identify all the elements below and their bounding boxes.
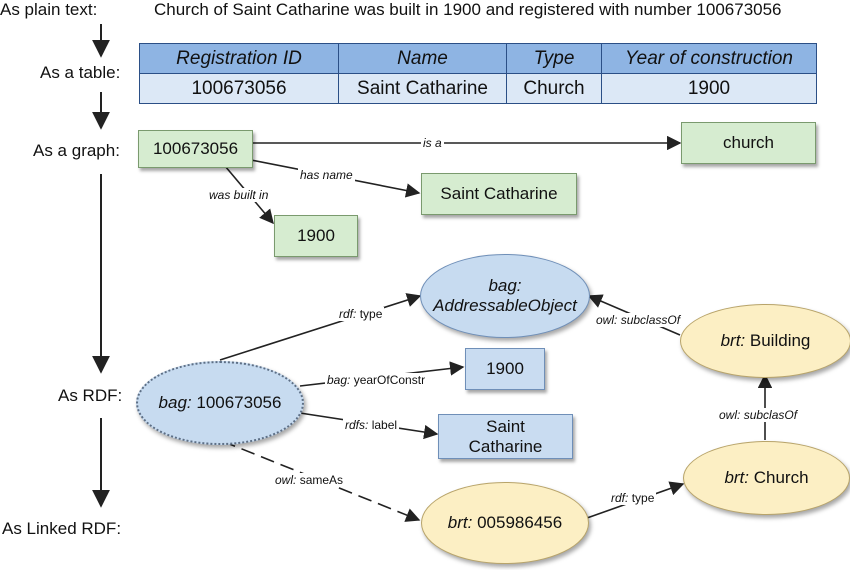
sameas-name: sameAs xyxy=(299,473,344,487)
brt-id: 005986456 xyxy=(477,512,563,532)
cell-type: Church xyxy=(506,73,602,104)
edge-label-year-of-constr: bag: yearOfConstr xyxy=(325,373,428,387)
registration-table: Registration ID Name Type Year of constr… xyxy=(139,43,817,104)
label-line-1: Saint xyxy=(486,416,525,436)
edge-label-has-name: has name xyxy=(298,168,355,182)
label-prefix: rdfs: xyxy=(345,418,369,432)
rdf-node-addressable-object: bag:AddressableObject xyxy=(420,254,590,338)
rdf-node-bag-id: bag: 100673056 xyxy=(136,361,304,445)
sub1-name: subclassOf xyxy=(620,313,681,327)
sub2-prefix: owl: xyxy=(719,408,741,422)
edge-label-rdfs-label: rdfs: label xyxy=(343,418,400,432)
cell-name: Saint Catharine xyxy=(338,73,507,104)
header-year: Year of construction xyxy=(601,43,817,74)
edge-label-built-in: was built in xyxy=(207,188,271,202)
rdf-type-prefix: rdf: xyxy=(339,307,357,321)
row-label-plain-text: As plain text: xyxy=(0,0,98,19)
graph-node-name: Saint Catharine xyxy=(421,173,577,215)
bag-prefix: bag: xyxy=(158,392,192,412)
row-label-linked-rdf: As Linked RDF: xyxy=(2,519,122,538)
rdf-node-year: 1900 xyxy=(465,348,545,390)
cell-year: 1900 xyxy=(601,73,817,104)
rdf-node-brt-id: brt: 005986456 xyxy=(421,482,589,564)
header-name: Name xyxy=(338,43,507,74)
label-name: label xyxy=(371,418,398,432)
edge-label-owl-sameas: owl: sameAs xyxy=(273,473,346,487)
brt-prefix: brt: xyxy=(447,512,473,532)
year-prefix: bag: xyxy=(327,373,351,387)
bag-id: 100673056 xyxy=(196,392,282,412)
graph-node-year: 1900 xyxy=(274,215,358,257)
row-label-graph: As a graph: xyxy=(33,141,120,160)
header-registration-id: Registration ID xyxy=(139,43,339,74)
edge-label-rdf-type-2: rdf: type xyxy=(609,491,657,505)
label-line-2: Catharine xyxy=(468,436,543,456)
church-prefix: brt: xyxy=(724,467,749,487)
header-type: Type xyxy=(506,43,602,74)
edge-label-subclass-of: owl: subclassOf xyxy=(594,313,683,327)
building-prefix: brt: xyxy=(720,330,746,350)
cell-registration-id: 100673056 xyxy=(139,73,339,104)
year-name: yearOfConstr xyxy=(353,373,426,387)
rdf-node-building: brt: Building xyxy=(680,304,850,378)
addr-prefix: bag: xyxy=(488,275,522,295)
sameas-prefix: owl: xyxy=(275,473,297,487)
plain-text-sentence: Church of Saint Catharine was built in 1… xyxy=(154,0,782,19)
table-row: 100673056 Saint Catharine Church 1900 xyxy=(139,73,817,104)
edge-label-rdf-type: rdf: type xyxy=(337,307,385,321)
edge-rdf-type xyxy=(219,293,422,361)
edge-label-subclas-of: owl: subclasOf xyxy=(717,408,800,422)
edge-label-is-a: is a xyxy=(421,136,444,150)
sub2-name: subclasOf xyxy=(743,408,798,422)
addr-name: AddressableObject xyxy=(433,296,577,315)
row-label-table: As a table: xyxy=(40,63,121,82)
rdf-type-name: type xyxy=(359,307,383,321)
sub1-prefix: owl: xyxy=(596,313,618,327)
graph-node-church: church xyxy=(681,122,816,164)
row-label-rdf: As RDF: xyxy=(58,386,123,405)
church-name: Church xyxy=(753,467,809,487)
type2-prefix: rdf: xyxy=(611,491,629,505)
building-name: Building xyxy=(749,330,811,350)
rdf-node-church: brt: Church xyxy=(683,441,850,515)
graph-node-id: 100673056 xyxy=(138,130,253,168)
type2-name: type xyxy=(631,491,655,505)
table-header-row: Registration ID Name Type Year of constr… xyxy=(139,43,817,74)
